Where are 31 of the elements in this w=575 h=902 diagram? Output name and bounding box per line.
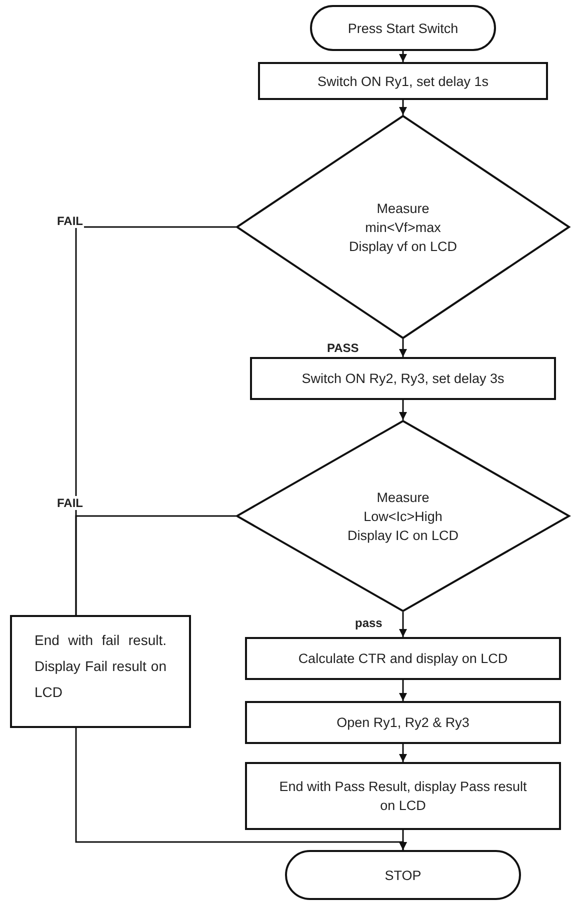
arrow (399, 339, 407, 357)
decision-diamond (236, 420, 570, 612)
node-text: Calculate CTR and display on LCD (298, 650, 508, 668)
arrow (75, 728, 407, 850)
arrow (399, 100, 407, 115)
process-box (245, 762, 561, 830)
process-box (250, 357, 556, 400)
node-text: Switch ON Ry2, Ry3, set delay 3s (302, 370, 504, 388)
node-text: STOP (384, 866, 422, 884)
node-text: Measure Low<Ic>High Display IC on LCD (346, 488, 460, 544)
process-box (245, 701, 561, 744)
node-text: End with Pass Result, display Pass result on LCD (278, 778, 528, 815)
terminal-shape (285, 850, 521, 900)
node-text: End with fail result. Display Fail result on LCD (34, 630, 166, 702)
edge-label: FAIL (56, 496, 84, 510)
edge-label: PASS (326, 341, 360, 355)
arrow (399, 51, 407, 62)
edge-label: FAIL (56, 214, 84, 228)
arrow (399, 680, 407, 701)
arrow (399, 744, 407, 762)
arrow (399, 612, 407, 637)
process-box (258, 62, 548, 100)
process-box (245, 637, 561, 680)
decision-diamond (236, 115, 570, 339)
node-text: Open Ry1, Ry2 & Ry3 (336, 714, 470, 732)
terminal-shape (310, 5, 496, 51)
arrow (399, 400, 407, 420)
node-text: Measure min<Vf>max Display vf on LCD (348, 200, 458, 256)
node-text: Switch ON Ry1, set delay 1s (317, 72, 489, 90)
node-text: Press Start Switch (348, 20, 458, 38)
process-box (10, 615, 191, 728)
